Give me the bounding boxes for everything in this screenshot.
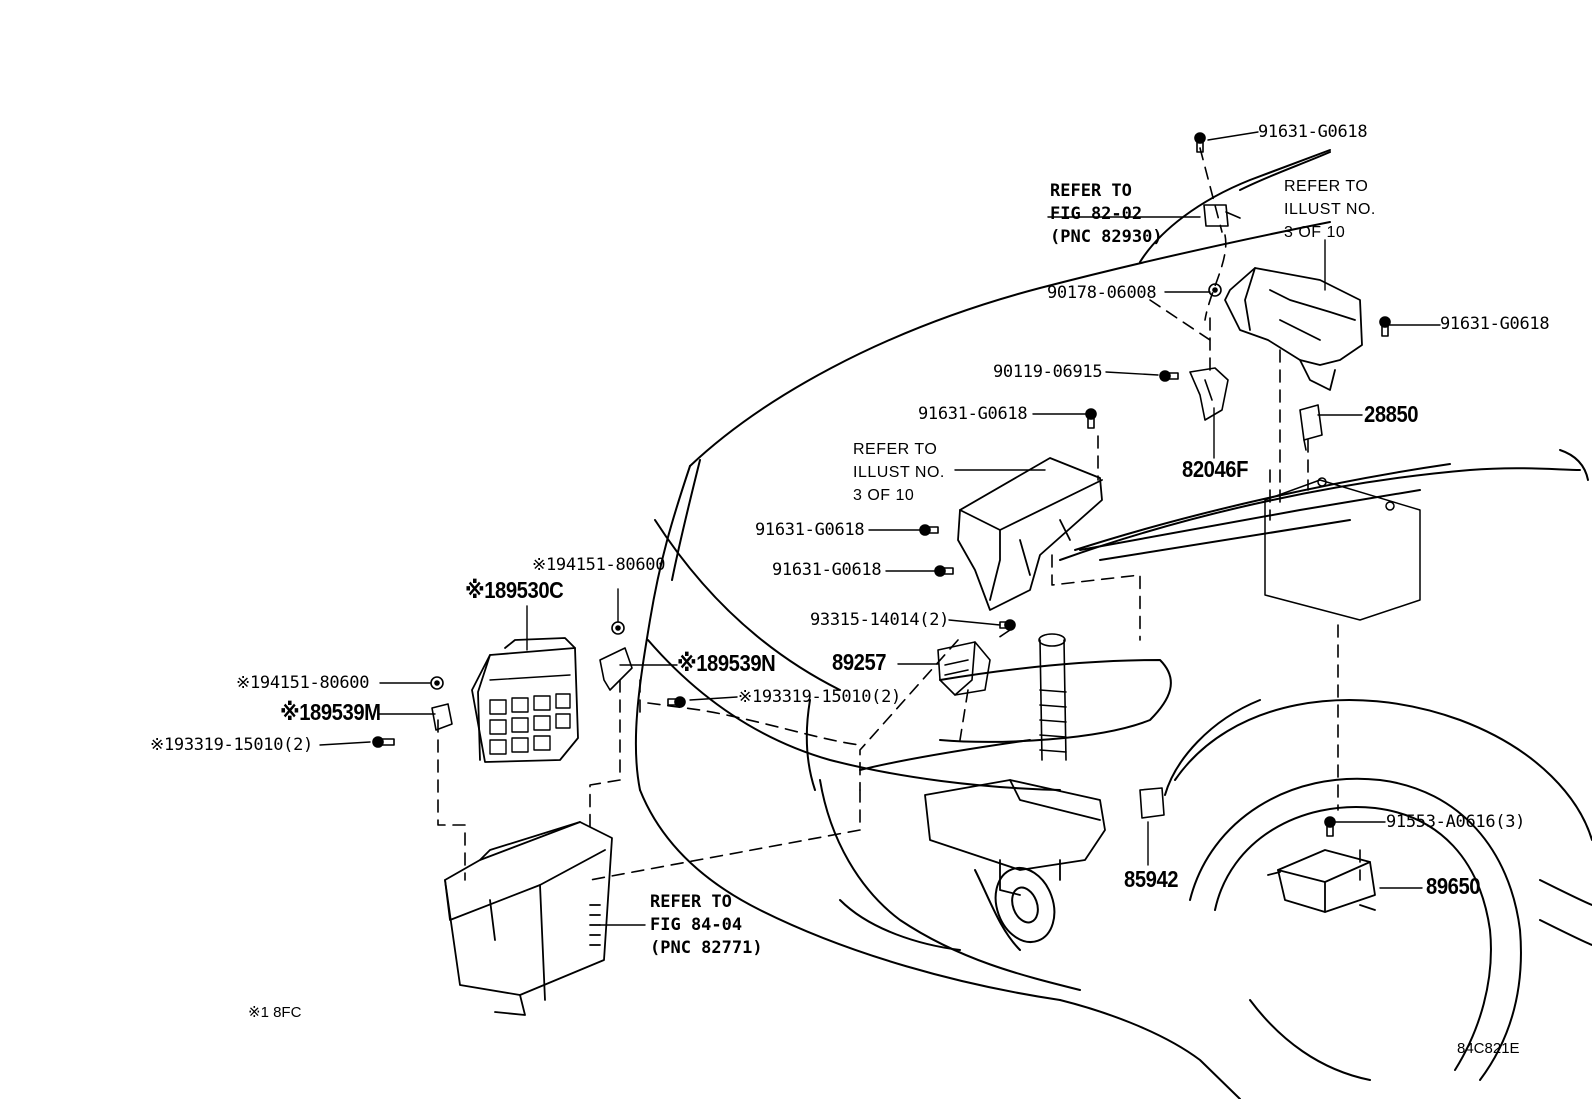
- part-label-89530c: ※189530C: [465, 577, 564, 603]
- refer-note-line: ILLUST NO.: [1284, 201, 1376, 218]
- refer-note-line: 3 OF 10: [853, 487, 915, 504]
- refer-note-line: REFER TO: [1284, 178, 1369, 195]
- part-label-193319-15010: ※193319-15010(2): [150, 735, 313, 755]
- engine-ecu-part: [471, 637, 579, 763]
- refer-note-line: FIG 84-04: [650, 915, 743, 935]
- refer-note-line: FIG 82-02: [1050, 204, 1143, 224]
- part-label-89257: 89257: [832, 649, 887, 675]
- part-label-28850: 28850: [1364, 401, 1419, 427]
- part-label-91631-g0618: 91631-G0618: [1440, 314, 1550, 334]
- part-label-89650: 89650: [1426, 873, 1481, 899]
- part-label-89539m: ※189539M: [280, 699, 381, 725]
- module-89650-part: [1267, 849, 1376, 913]
- refer-note-illust-3-of-10: REFER TO ILLUST NO. 3 OF 10: [1284, 175, 1376, 244]
- refer-note-illust-3-of-10: REFER TO ILLUST NO. 3 OF 10: [853, 438, 945, 507]
- part-label-90178-06008: 90178-06008: [1047, 283, 1157, 303]
- part-label-90119-06915: 90119-06915: [993, 362, 1103, 382]
- washer-tank-part: [924, 779, 1106, 896]
- sensor-89257-part: [937, 641, 991, 696]
- refer-note-line: REFER TO: [1050, 181, 1132, 201]
- refer-note-line: REFER TO: [853, 441, 938, 458]
- part-label-91631-g0618: 91631-G0618: [918, 404, 1028, 424]
- sensor-28850-part: [1299, 404, 1323, 451]
- part-label-91553-a0616: 91553-A0616(3): [1386, 812, 1526, 832]
- dashed-reference-lines: [437, 147, 1361, 881]
- refer-note-line: (PNC 82771): [650, 938, 763, 958]
- hose-part: [1038, 633, 1067, 761]
- leader-lines: [319, 131, 1441, 926]
- part-label-194151-80600: ※194151-80600: [236, 673, 370, 693]
- figure-code: 84C821E: [1457, 1040, 1520, 1057]
- ecu-bracket-parts: [431, 647, 633, 731]
- part-label-91631-g0618: 91631-G0618: [755, 520, 865, 540]
- connector-part: [1203, 204, 1241, 227]
- refer-note-line: REFER TO: [650, 892, 732, 912]
- refer-note-fig-84-04: REFER TO FIG 84-04 (PNC 82771): [650, 891, 763, 960]
- part-label-93315-14014: 93315-14014(2): [810, 610, 950, 630]
- refer-note-fig-82-02: REFER TO FIG 82-02 (PNC 82930): [1050, 180, 1163, 249]
- refer-note-line: ILLUST NO.: [853, 464, 945, 481]
- battery-outline: [1264, 477, 1421, 621]
- part-label-89539n: ※189539N: [677, 650, 776, 676]
- part-label-82046f: 82046F: [1182, 456, 1249, 482]
- part-label-91631-g0618: 91631-G0618: [772, 560, 882, 580]
- vehicle-body-outline: [634, 149, 1592, 1099]
- refer-note-line: (PNC 82930): [1050, 227, 1163, 247]
- part-label-91631-g0618: 91631-G0618: [1258, 122, 1368, 142]
- bracket-82046f-part: [1189, 367, 1229, 421]
- relay-85942-part: [1139, 787, 1165, 819]
- footnote: ※1 8FC: [248, 1004, 302, 1021]
- ecu-case-part: [444, 821, 613, 1016]
- fuse-box-part: [957, 457, 1103, 611]
- part-label-194151-80600: ※194151-80600: [532, 555, 666, 575]
- refer-note-line: 3 OF 10: [1284, 224, 1346, 241]
- relay-block-cover-part: [1224, 267, 1363, 391]
- part-label-85942: 85942: [1124, 866, 1179, 892]
- bolt-parts: [372, 132, 1391, 837]
- part-label-193319-15010: ※193319-15010(2): [738, 687, 901, 707]
